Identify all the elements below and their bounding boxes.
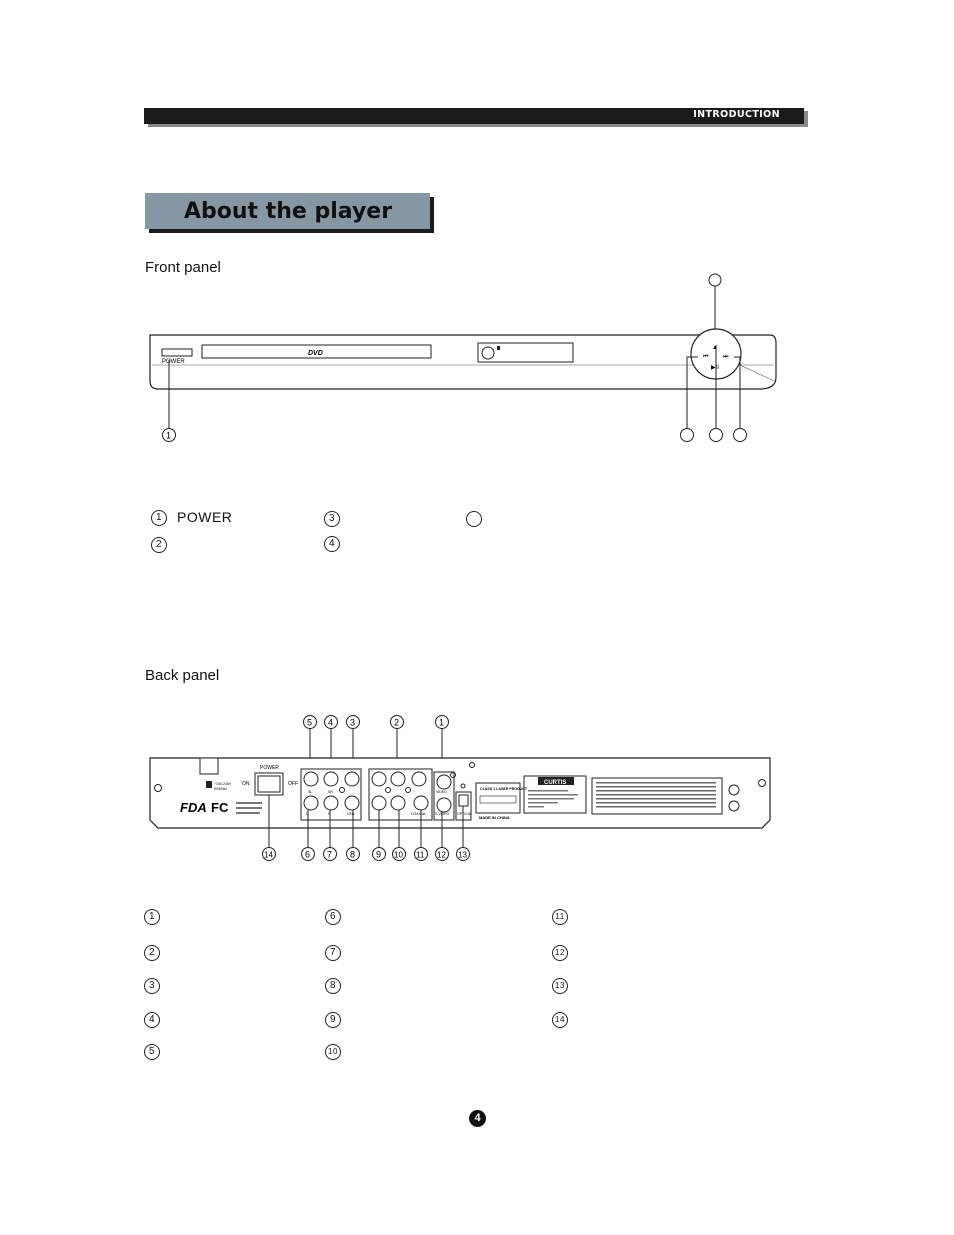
svg-text:~100-240V: ~100-240V xyxy=(214,782,232,786)
back-legend-item-8: 8 xyxy=(325,977,351,995)
svg-text:4: 4 xyxy=(328,718,333,728)
front-display xyxy=(477,342,574,363)
svg-text:COAXIAL: COAXIAL xyxy=(411,812,426,816)
svg-text:8: 8 xyxy=(350,850,355,860)
back-legend-item-1: 1 xyxy=(144,908,170,926)
back-legend-item-11: 11 xyxy=(552,908,578,926)
front-power-button xyxy=(161,348,193,357)
back-legend-item-5: 5 xyxy=(144,1043,170,1061)
back-legend-item-6: 6 xyxy=(325,908,351,926)
back-legend-item-14: 14 xyxy=(552,1011,578,1029)
front-panel-diagram: POWER DVD ▲ ⏮ ⏭ ▶II 1 xyxy=(149,273,777,442)
back-top-callouts: 5 4 3 2 1 xyxy=(303,715,449,729)
front-callout-1 xyxy=(162,428,176,442)
back-legend-item-13: 13 xyxy=(552,977,578,995)
front-legend-item-4: 4 xyxy=(324,535,350,553)
ir-sensor xyxy=(481,346,495,360)
svg-text:L: L xyxy=(306,812,308,816)
front-legend-item-5 xyxy=(466,510,492,528)
svg-text:3: 3 xyxy=(350,718,355,728)
stereo-jack-group xyxy=(368,768,433,821)
svg-text:OFF: OFF xyxy=(288,781,298,787)
fc-logo: FC xyxy=(211,800,229,815)
section-header-label: INTRODUCTION xyxy=(693,109,780,120)
svg-text:2: 2 xyxy=(394,718,399,728)
svg-text:9: 9 xyxy=(376,850,381,860)
next-icon: ⏭ xyxy=(723,354,729,360)
front-callout-top xyxy=(708,273,722,287)
svg-text:1: 1 xyxy=(439,718,444,728)
svg-text:6: 6 xyxy=(305,850,310,860)
curtis-logo: CURTIS xyxy=(544,780,566,786)
page-number: 4 xyxy=(469,1110,486,1127)
eject-icon: ▲ xyxy=(712,345,718,351)
svg-text:11: 11 xyxy=(416,851,425,860)
svg-text:50/60Hz: 50/60Hz xyxy=(214,787,227,791)
svg-text:10: 10 xyxy=(394,851,403,860)
svg-text:CEN: CEN xyxy=(347,812,355,816)
svg-text:ON: ON xyxy=(242,781,250,787)
back-power-label: POWER xyxy=(260,765,279,771)
front-panel-label: Front panel xyxy=(145,259,221,276)
back-bottom-callouts: 14 6 7 8 9 10 11 12 13 xyxy=(262,847,470,861)
back-panel-label: Back panel xyxy=(145,667,220,684)
svg-text:OPTICAL: OPTICAL xyxy=(457,812,472,816)
front-legend-item-3: 3 xyxy=(324,510,350,528)
back-legend-item-12: 12 xyxy=(552,944,578,962)
front-chassis xyxy=(149,334,777,390)
svg-text:7: 7 xyxy=(327,850,332,860)
disc-tray xyxy=(201,344,432,359)
prev-icon: ⏮ xyxy=(703,354,709,360)
back-legend-item-7: 7 xyxy=(325,944,351,962)
play-pause-icon: ▶II xyxy=(711,365,719,371)
back-panel-diagram: 5 4 3 2 1 ~100-240V 50/60Hz FDA FC POWER… xyxy=(149,715,771,861)
svg-text:13: 13 xyxy=(458,851,467,860)
front-legend-item-2: 2 xyxy=(151,536,177,554)
svg-text:SR: SR xyxy=(328,790,333,794)
front-callout-eject xyxy=(709,428,723,442)
svg-text:1: 1 xyxy=(166,431,171,441)
front-power-text: POWER xyxy=(162,359,185,365)
svg-text:SL: SL xyxy=(308,790,312,794)
video-jack-group xyxy=(433,771,455,821)
svg-text:CLASS 1 LASER PRODUCT: CLASS 1 LASER PRODUCT xyxy=(480,787,528,791)
compliance-label xyxy=(591,777,723,815)
back-legend-item-3: 3 xyxy=(144,977,170,995)
back-legend-item-9: 9 xyxy=(325,1011,351,1029)
back-legend-item-4: 4 xyxy=(144,1011,170,1029)
svg-text:14: 14 xyxy=(264,851,273,860)
svg-text:MADE IN CHINA: MADE IN CHINA xyxy=(479,815,510,820)
page-title: About the player xyxy=(184,199,393,224)
class-laser-label xyxy=(475,782,521,814)
back-legend-item-2: 2 xyxy=(144,944,170,962)
svg-text:VIDEO: VIDEO xyxy=(436,790,447,794)
curtis-label xyxy=(523,775,587,814)
page-title-box: About the player xyxy=(145,193,430,229)
front-callout-prev xyxy=(680,428,694,442)
front-callout-next xyxy=(733,428,747,442)
dvd-logo: DVD xyxy=(308,350,323,357)
section-header-bar: INTRODUCTION xyxy=(144,108,804,124)
fda-logo: FDA xyxy=(180,800,207,815)
svg-text:5: 5 xyxy=(307,718,312,728)
svg-text:12: 12 xyxy=(437,851,446,860)
back-chassis xyxy=(149,757,771,829)
surround-jack-group xyxy=(300,768,362,821)
back-legend-item-10: 10 xyxy=(325,1043,351,1061)
